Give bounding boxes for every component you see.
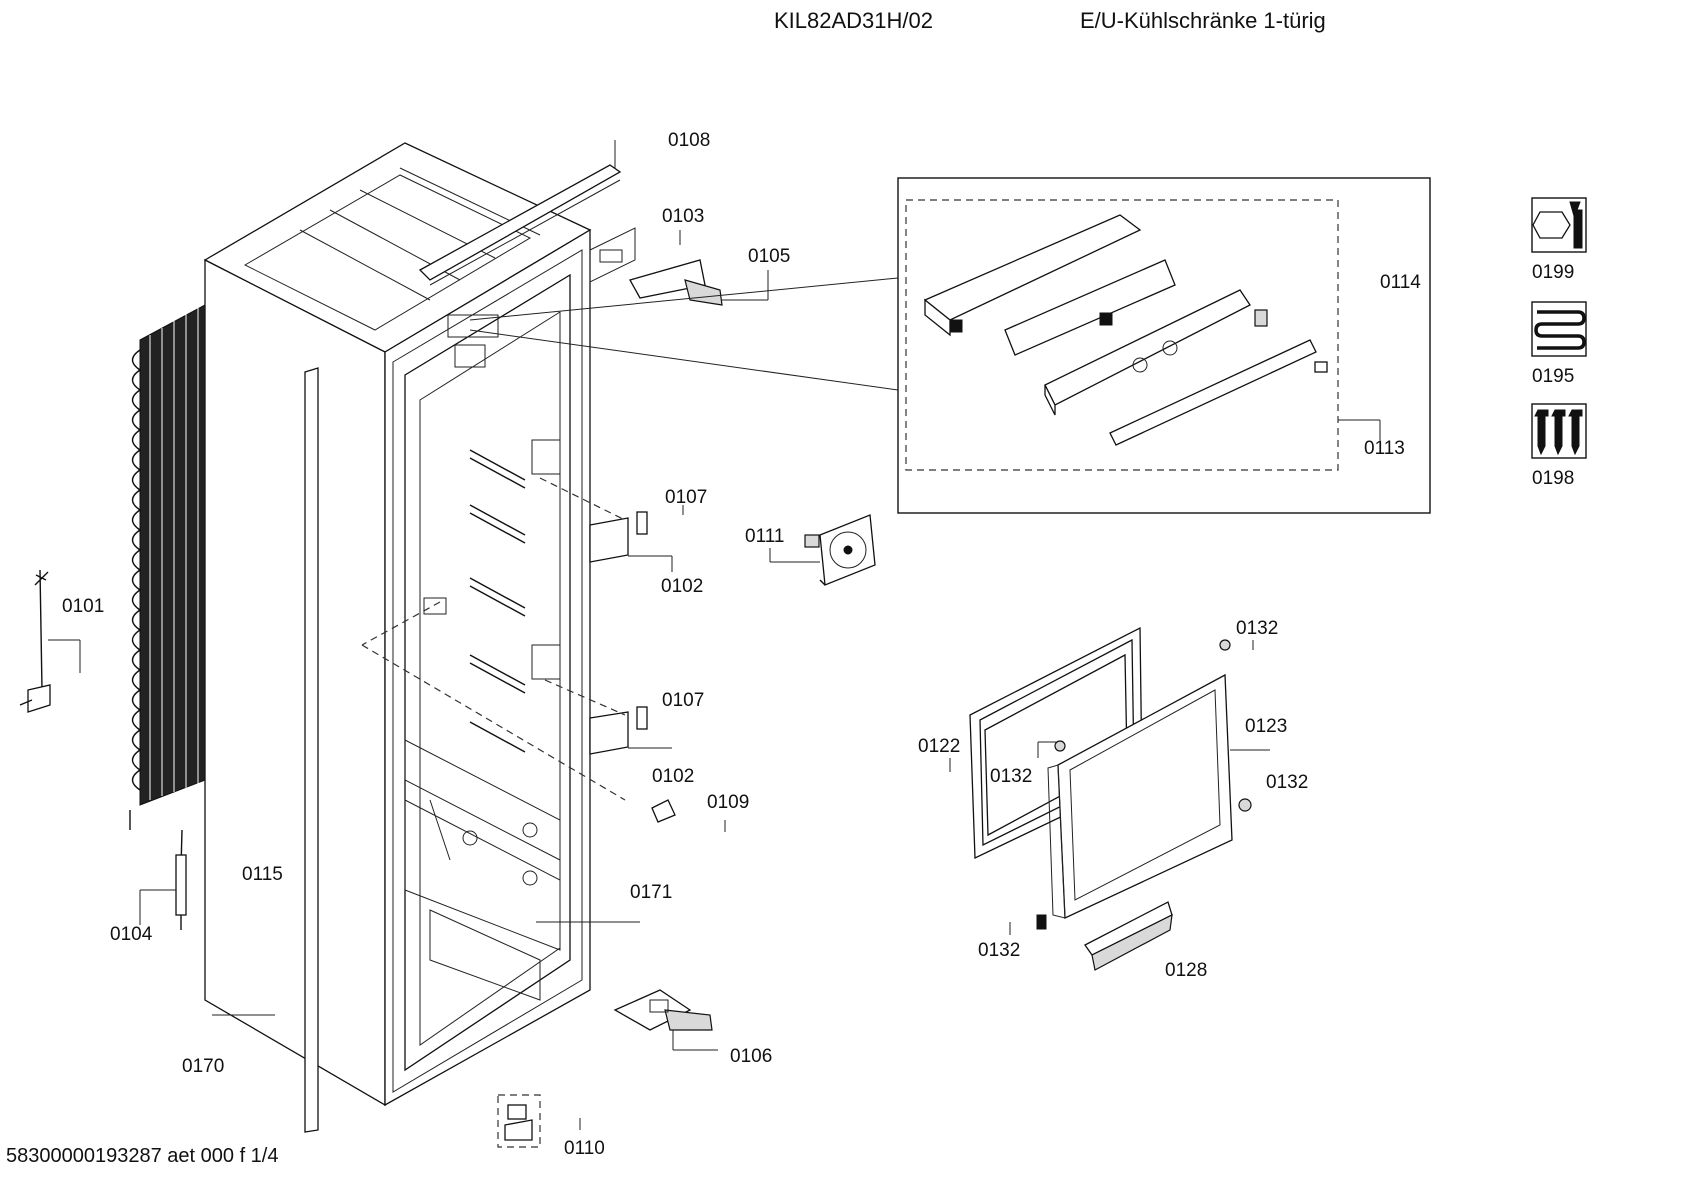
part-label-0113: 0113 <box>1364 438 1405 459</box>
part-label-0111: 0111 <box>745 526 784 547</box>
part-label-0114: 0114 <box>1380 272 1421 293</box>
part-label-0171: 0171 <box>630 882 672 903</box>
part-label-0106: 0106 <box>730 1046 772 1067</box>
control-module-detail <box>897 177 1431 514</box>
temperature-sensor <box>175 829 187 930</box>
part-label-0107: 0107 <box>665 487 707 508</box>
screws-icon[interactable] <box>1531 403 1587 459</box>
label-plate-0103 <box>589 227 636 283</box>
part-label-0122: 0122 <box>918 736 960 757</box>
bracket-0110 <box>497 1094 541 1148</box>
part-label-0199[interactable]: 0199 <box>1532 262 1574 283</box>
part-label-0132: 0132 <box>978 940 1020 961</box>
cover-plates <box>589 511 648 755</box>
document-id: 58300000193287 aet 000 f 1/4 <box>6 1145 279 1167</box>
part-label-0195[interactable]: 0195 <box>1532 366 1574 387</box>
model-number: KIL82AD31H/02 <box>774 8 933 33</box>
part-label-0102: 0102 <box>661 576 703 597</box>
part-label-0103: 0103 <box>662 206 704 227</box>
part-label-0108: 0108 <box>668 130 710 151</box>
part-label-0104: 0104 <box>110 924 153 945</box>
part-label-0123: 0123 <box>1245 716 1287 737</box>
appliance-description: E/U-Kühlschränke 1-türig <box>1080 8 1326 33</box>
part-label-0110: 0110 <box>564 1138 605 1159</box>
clip-0109 <box>651 799 676 823</box>
top-hinge <box>629 259 723 306</box>
part-labels: 0108 0103 0105 0114 0113 0107 0111 0102 … <box>62 130 1574 1159</box>
part-label-0105: 0105 <box>748 246 790 267</box>
fan-motor <box>804 514 876 586</box>
part-label-0109: 0109 <box>707 792 749 813</box>
part-label-0101: 0101 <box>62 596 104 617</box>
part-label-0170: 0170 <box>182 1056 224 1077</box>
part-label-0132: 0132 <box>990 766 1032 787</box>
bottom-hinge <box>613 989 713 1031</box>
shelf-rails <box>469 449 526 753</box>
part-label-0132: 0132 <box>1266 772 1308 793</box>
door-assembly <box>969 626 1252 971</box>
cabinet-body <box>203 142 622 1133</box>
wrench-nut-icon[interactable] <box>1531 197 1587 253</box>
heating-coil-icon[interactable] <box>1531 301 1587 357</box>
part-label-0132: 0132 <box>1236 618 1278 639</box>
part-label-0115: 0115 <box>242 864 283 885</box>
condenser-coil <box>129 304 206 830</box>
part-label-0198[interactable]: 0198 <box>1532 468 1574 489</box>
leader-lines <box>48 140 1270 1130</box>
part-label-0102: 0102 <box>652 766 694 787</box>
part-label-0128: 0128 <box>1165 960 1207 981</box>
part-label-0107: 0107 <box>662 690 704 711</box>
power-cord <box>19 569 51 713</box>
